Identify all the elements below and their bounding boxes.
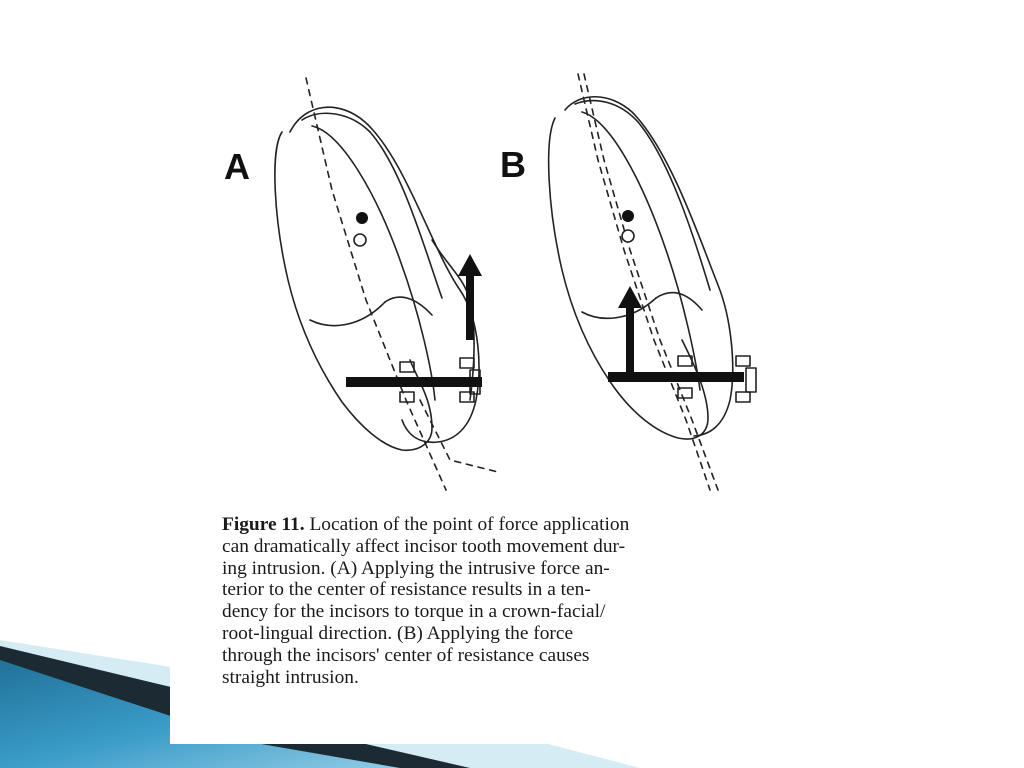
panel-b-force-arrow-shaft xyxy=(626,306,634,372)
decor-blue-wedge xyxy=(0,652,470,768)
caption-line: can dramatically affect incisor tooth mo… xyxy=(222,535,626,557)
caption-line: through the incisors' center of resistan… xyxy=(222,644,590,666)
panel-a-teeth xyxy=(274,106,480,452)
panel-a-center-rotation-circle xyxy=(353,233,367,247)
panel-a-label: A xyxy=(224,146,250,187)
panel-a-force-arrow-head xyxy=(458,254,482,276)
caption-line: straight intrusion. xyxy=(222,666,359,688)
caption-line: Location of the point of force applicati… xyxy=(309,514,630,535)
figure-caption: Figure 11. Location of the point of forc… xyxy=(222,514,756,688)
caption-line: ing intrusion. (A) Applying the intrusiv… xyxy=(222,557,610,579)
panel-a-long-axis-2 xyxy=(419,399,499,473)
incisor-diagram xyxy=(274,73,757,491)
panel-b-archwire xyxy=(608,372,744,382)
figure-caption-label: Figure 11. xyxy=(222,514,305,535)
panel-b-teeth xyxy=(547,95,734,440)
panel-b-brackets xyxy=(677,355,757,403)
panel-a-archwire xyxy=(346,377,482,387)
caption-line: root-lingual direction. (B) Applying the… xyxy=(222,622,574,644)
panel-b-long-axis xyxy=(577,73,711,491)
panel-a-force-arrow-shaft xyxy=(466,272,474,340)
panel-b-force-arrow-head xyxy=(618,286,642,308)
panel-a-long-axis xyxy=(305,77,447,491)
caption-line: dency for the incisors to torque in a cr… xyxy=(222,601,606,623)
panel-b-label: B xyxy=(500,144,526,185)
caption-line: terior to the center of resistance resul… xyxy=(222,579,591,601)
figure-panel: A B Figure 11. Location of the point of … xyxy=(170,40,776,744)
panel-b-center-resistance-dot xyxy=(622,210,634,222)
panel-b-center-rotation-circle xyxy=(621,229,635,243)
panel-b-long-axis-2 xyxy=(583,73,719,491)
panel-a-center-resistance-dot xyxy=(356,212,368,224)
